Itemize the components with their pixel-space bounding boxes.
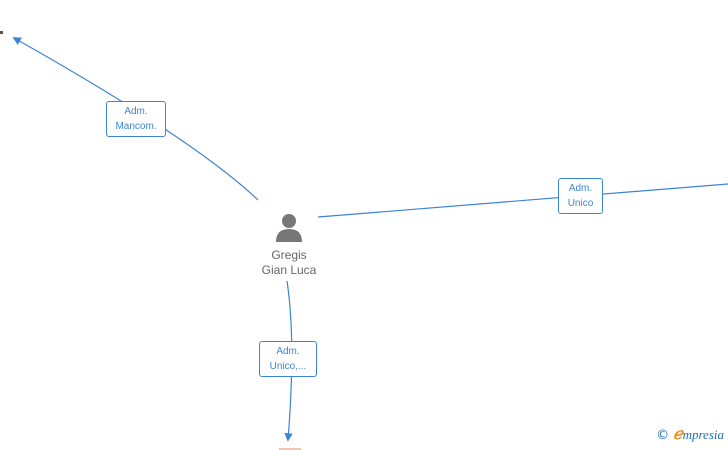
brand-watermark: ©ℯmpresia bbox=[656, 424, 724, 444]
edge-label-adm-mancom[interactable]: Adm. Mancom. bbox=[106, 101, 166, 137]
person-node[interactable]: Gregis Gian Luca bbox=[246, 212, 332, 278]
person-name-line2: Gian Luca bbox=[261, 263, 317, 277]
offscreen-node-stub-bottom bbox=[279, 448, 301, 450]
edge-label-adm-unico[interactable]: Adm. Unico bbox=[558, 178, 603, 214]
edge-label-adm-unico-more[interactable]: Adm. Unico,... bbox=[259, 341, 317, 377]
brand-logo-text: mpresia bbox=[682, 427, 724, 442]
edge-label-line: Mancom. bbox=[115, 121, 157, 132]
edge-label-line: Adm. bbox=[124, 106, 148, 117]
offscreen-node-stub bbox=[0, 31, 3, 34]
edge-line-unico[interactable] bbox=[317, 183, 728, 218]
copyright-icon: © bbox=[656, 428, 670, 443]
person-icon bbox=[276, 214, 302, 242]
person-name: Gregis Gian Luca bbox=[246, 248, 332, 278]
edge-label-line: Unico,... bbox=[269, 361, 307, 372]
edge-label-line: Adm. bbox=[568, 183, 593, 194]
edge-label-line: Unico bbox=[567, 198, 594, 209]
person-name-line1: Gregis bbox=[271, 248, 307, 262]
edge-label-line: Adm. bbox=[276, 346, 300, 357]
brand-logo-e: ℯ bbox=[673, 426, 683, 443]
